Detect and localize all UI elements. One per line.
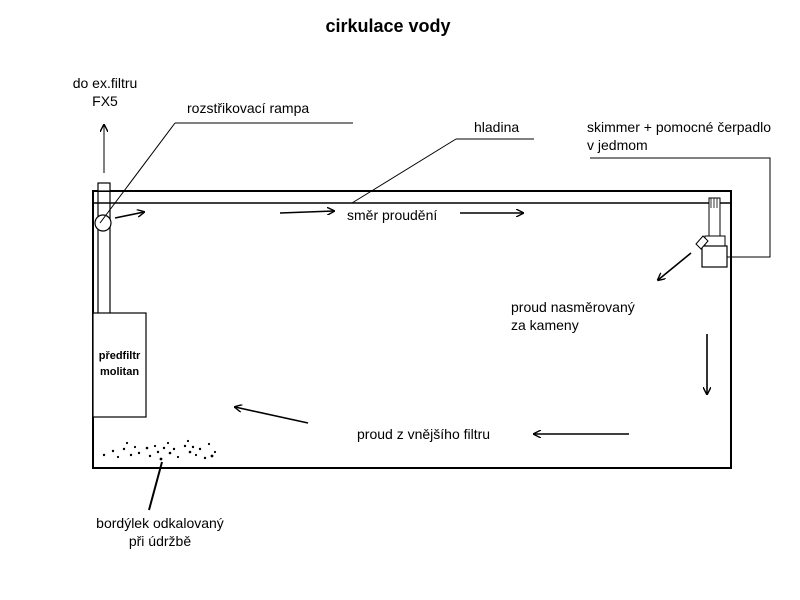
external-filter-line2: FX5 (92, 93, 118, 109)
outlet-pipe-top (97, 182, 111, 192)
prefilter-label: předfiltr molitan (93, 348, 146, 380)
diagram-title: cirkulace vody (325, 16, 451, 36)
pump-out-arrow (658, 252, 692, 280)
directed-flow-line2: za kameny (511, 317, 579, 333)
pump-nozzle (695, 235, 709, 250)
debris-label: bordýlek odkalovaný při údržbě (72, 514, 248, 550)
spray-bar-label: rozstřikovací rampa (187, 100, 310, 116)
external-filter-line1: do ex.filtru (72, 75, 138, 91)
spray-bar-leader (99, 122, 176, 224)
skimmer-leader (590, 157, 771, 258)
flow-arrow-2 (279, 211, 334, 213)
prefilter-line1: předfiltr (98, 350, 141, 362)
pump-box (701, 245, 728, 268)
external-flow-label: proud z vnějšího filtru (357, 426, 491, 442)
flow-direction-label: směr proudění (347, 207, 438, 223)
prefilter-line2: molitan (99, 366, 140, 378)
surface-label: hladina (474, 119, 520, 135)
prefilter-box (92, 312, 147, 418)
skimmer-label-line1: skimmer + pomocné čerpadlo (587, 119, 772, 135)
debris-leader (148, 461, 163, 511)
debris-dots (102, 439, 217, 461)
external-filter-label: do ex.filtru FX5 (62, 74, 148, 110)
return-flow-arrow (235, 407, 309, 424)
surface-leader (351, 138, 457, 204)
skimmer-label: skimmer + pomocné čerpadlo v jedmom (587, 118, 771, 154)
debris-label-line2: při údržbě (128, 533, 192, 549)
flow-arrow-1 (114, 212, 144, 219)
spray-bar-circle (94, 214, 112, 232)
skimmer-label-line2: v jedmom (587, 137, 648, 153)
debris-label-line1: bordýlek odkalovaný (96, 515, 224, 531)
directed-flow-label: proud nasměrovaný za kameny (511, 298, 635, 334)
directed-flow-line1: proud nasměrovaný (511, 299, 635, 315)
